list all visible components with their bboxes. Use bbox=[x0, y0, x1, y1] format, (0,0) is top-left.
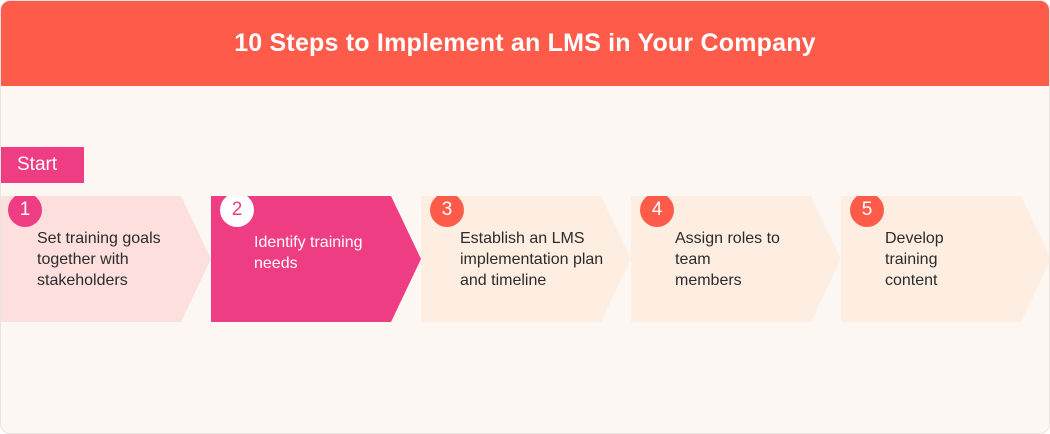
step-4-label: Assign roles to team members bbox=[675, 230, 780, 289]
header-banner: 10 Steps to Implement an LMS in Your Com… bbox=[1, 1, 1049, 86]
page-title: 10 Steps to Implement an LMS in Your Com… bbox=[234, 29, 816, 57]
step-1-label: Set training goals together with stakeho… bbox=[37, 230, 161, 289]
step-2: 2 Identify training needs bbox=[211, 196, 421, 322]
step-3-number: 3 bbox=[430, 196, 464, 227]
step-1-number: 1 bbox=[8, 196, 42, 227]
step-3: 3 Establish an LMS implementation plan a… bbox=[421, 196, 631, 322]
step-5: 5 Develop training content bbox=[841, 196, 1049, 322]
step-4-number: 4 bbox=[640, 196, 674, 227]
step-2-number: 2 bbox=[220, 196, 254, 227]
step-5-label: Develop training content bbox=[885, 230, 944, 289]
step-5-number: 5 bbox=[850, 196, 884, 227]
step-2-label: Identify training needs bbox=[254, 234, 363, 272]
step-4: 4 Assign roles to team members bbox=[631, 196, 841, 322]
step-3-label: Establish an LMS implementation plan and… bbox=[460, 230, 604, 289]
start-label: Start bbox=[1, 147, 84, 183]
step-1: 1 Set training goals together with stake… bbox=[1, 196, 211, 322]
